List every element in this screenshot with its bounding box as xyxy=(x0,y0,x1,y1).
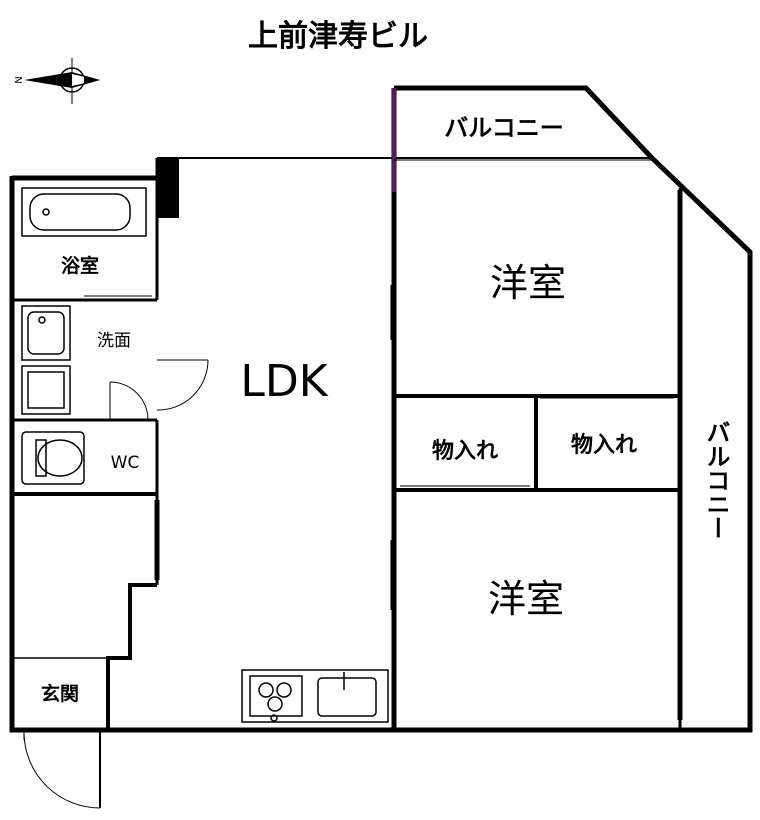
room-label-balcony-right: バルコニー xyxy=(702,420,730,540)
room-label-closet-2: 物入れ xyxy=(571,432,637,458)
column xyxy=(157,158,179,218)
room-label-bath: 浴室 xyxy=(61,254,99,277)
walls xyxy=(9,85,753,808)
compass-icon xyxy=(24,58,100,104)
room-label-balcony-top: バルコニー xyxy=(444,114,564,142)
bathtub-icon xyxy=(21,187,147,237)
room-label-ldk: LDK xyxy=(240,356,328,407)
room-label-western-2: 洋室 xyxy=(488,577,564,621)
room-label-wc: WC xyxy=(111,453,140,473)
room-label-washroom: 洗面 xyxy=(97,331,131,351)
doors xyxy=(23,359,209,809)
kitchen-counter xyxy=(241,669,389,723)
washbasin-icon xyxy=(21,305,71,415)
room-label-western-1: 洋室 xyxy=(490,261,566,305)
room-label-entrance: 玄関 xyxy=(41,682,79,705)
compass-north-label: N xyxy=(14,76,25,83)
windows xyxy=(84,159,683,720)
toilet-icon xyxy=(21,431,85,485)
room-label-closet-1: 物入れ xyxy=(432,438,498,464)
building-title: 上前津寿ビル xyxy=(248,19,428,54)
